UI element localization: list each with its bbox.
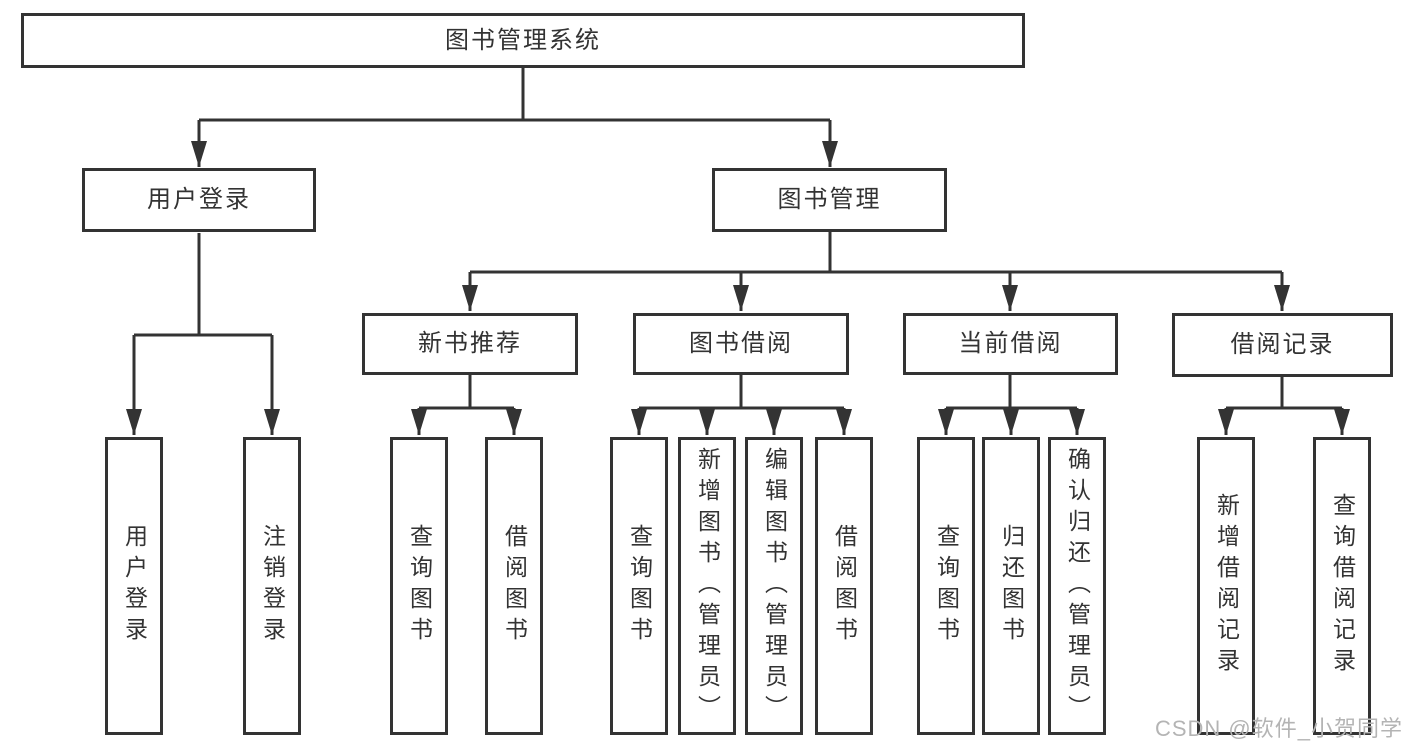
leaf-borrow-book-2: 借阅图书: [815, 437, 873, 735]
leaf-return-book: 归还图书: [982, 437, 1040, 735]
leaf-confirm-return-admin: 确认归还（管理员）: [1048, 437, 1106, 735]
leaf-query-book-1-label: 查询图书: [406, 524, 433, 648]
node-borrow-record: 借阅记录: [1172, 313, 1393, 377]
leaf-logout: 注销登录: [243, 437, 301, 735]
leaf-borrow-book-2-label: 借阅图书: [831, 524, 858, 648]
node-new-book-recommend: 新书推荐: [362, 313, 578, 375]
csdn-watermark: CSDN @软件_小贺同学: [1154, 716, 1403, 741]
leaf-add-book-admin-label: 新增图书（管理员）: [694, 446, 721, 726]
node-current-borrow-label: 当前借阅: [958, 330, 1063, 357]
leaf-query-book-1: 查询图书: [390, 437, 448, 735]
leaf-return-book-label: 归还图书: [998, 524, 1025, 648]
leaf-add-borrow-record-label: 新增借阅记录: [1213, 493, 1240, 679]
leaf-confirm-return-admin-label: 确认归还（管理员）: [1064, 446, 1091, 726]
leaf-query-book-3-label: 查询图书: [933, 524, 960, 648]
leaf-user-login: 用户登录: [105, 437, 163, 735]
node-book-management: 图书管理: [712, 168, 947, 232]
leaf-query-borrow-record: 查询借阅记录: [1313, 437, 1371, 735]
leaf-edit-book-admin: 编辑图书（管理员）: [745, 437, 803, 735]
node-book-management-label: 图书管理: [777, 186, 882, 213]
node-current-borrow: 当前借阅: [903, 313, 1118, 375]
leaf-edit-book-admin-label: 编辑图书（管理员）: [761, 446, 788, 726]
node-root: 图书管理系统: [21, 13, 1025, 68]
leaf-add-book-admin: 新增图书（管理员）: [678, 437, 736, 735]
leaf-user-login-label: 用户登录: [121, 524, 148, 648]
node-user-login: 用户登录: [82, 168, 316, 232]
leaf-add-borrow-record: 新增借阅记录: [1197, 437, 1255, 735]
leaf-query-borrow-record-label: 查询借阅记录: [1329, 493, 1356, 679]
node-borrow-record-label: 借阅记录: [1230, 331, 1335, 358]
node-user-login-label: 用户登录: [147, 186, 251, 213]
leaf-query-book-2-label: 查询图书: [626, 524, 653, 648]
node-new-book-recommend-label: 新书推荐: [418, 330, 522, 357]
leaf-borrow-book-1-label: 借阅图书: [501, 524, 528, 648]
node-root-label: 图书管理系统: [445, 26, 601, 54]
leaf-query-book-2: 查询图书: [610, 437, 668, 735]
leaf-borrow-book-1: 借阅图书: [485, 437, 543, 735]
node-book-borrow: 图书借阅: [633, 313, 849, 375]
leaf-query-book-3: 查询图书: [917, 437, 975, 735]
leaf-logout-label: 注销登录: [259, 524, 286, 648]
node-book-borrow-label: 图书借阅: [689, 330, 793, 357]
